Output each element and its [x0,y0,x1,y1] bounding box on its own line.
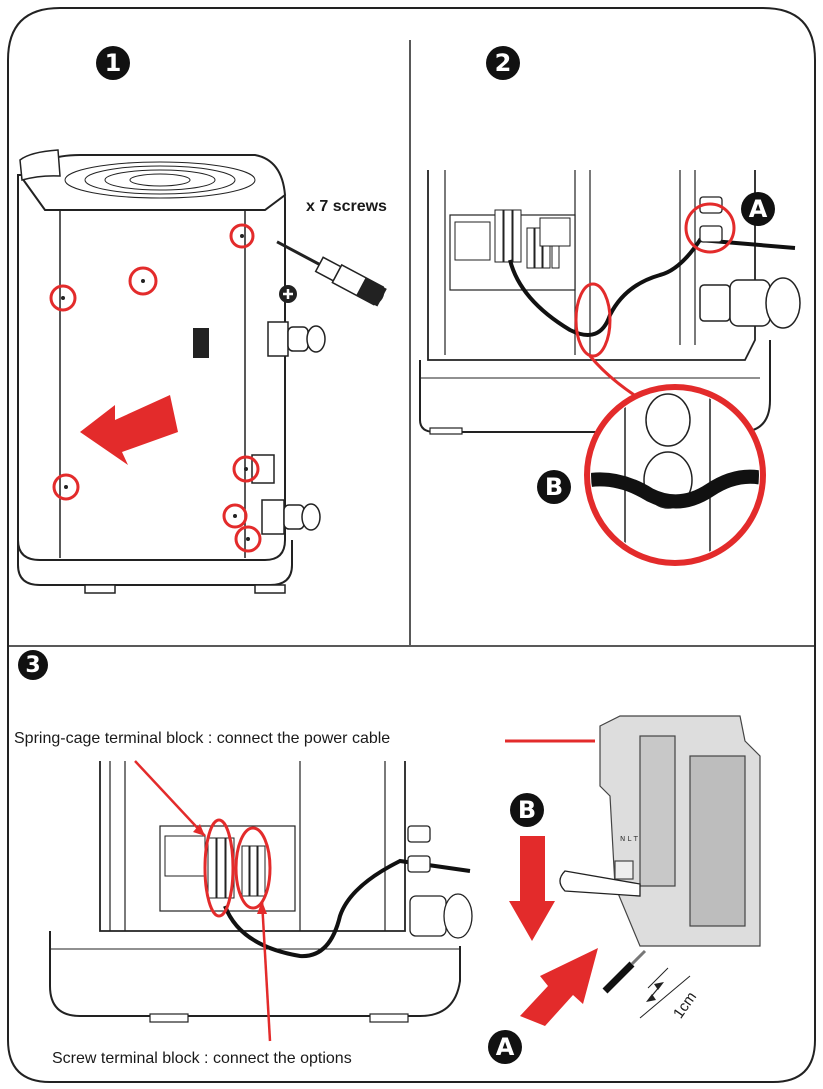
remove-panel-arrow [80,395,178,465]
callout-a-letter: A [748,195,768,223]
step-1-number: 1 [104,49,122,77]
spring-cage-terminal-label: Spring-cage terminal block : connect the… [14,730,391,747]
arrow-a [520,948,598,1026]
step-2-number: 2 [494,49,512,77]
arrow-b-badge: B [510,793,544,827]
heat-pump-interior-illustration [419,170,801,566]
terminal-wiring-illustration: N L T [49,715,761,1042]
step-3-badge: 3 [18,650,48,680]
step-2-badge: 2 [486,46,520,80]
arrow-a-letter: A [495,1033,515,1061]
terminal-block-detail [599,715,761,947]
callout-a-badge: A [741,192,775,226]
screwdriver-icon [276,240,387,307]
step-3-number: 3 [25,652,41,678]
callout-b-letter: B [544,473,564,501]
heat-pump-front-illustration [17,149,387,594]
screw-count-label: x 7 screws [306,198,387,215]
screw-terminal-label: Screw terminal block : connect the optio… [52,1050,352,1067]
step-1-badge: 1 [96,46,130,80]
arrow-a-badge: A [488,1030,522,1064]
arrow-b [509,836,555,941]
svg-text:N L T: N L T [620,835,639,843]
arrow-b-letter: B [517,796,537,824]
screw-markers [49,223,262,553]
callout-b-badge: B [537,470,571,504]
